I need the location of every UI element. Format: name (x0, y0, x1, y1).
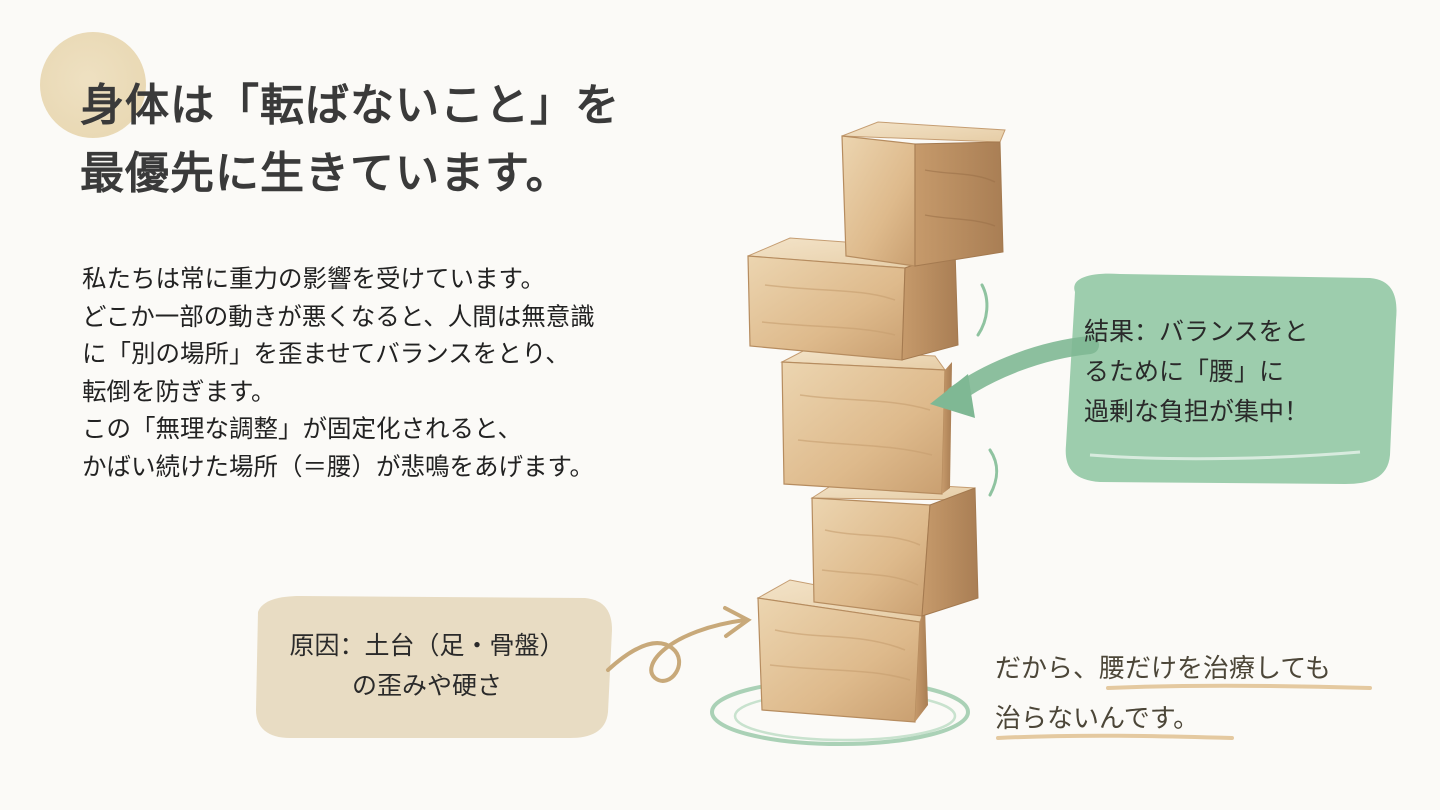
cause-bubble (256, 596, 612, 738)
page-title: 身体は「転ばないこと」を 最優先に生きています。 (80, 72, 760, 208)
body-line-5: この「無理な調整」が固定化されると、 (82, 414, 523, 443)
body-line-6: かばい続けた場所（＝腰）が悲鳴をあげます。 (82, 451, 595, 481)
cause-bubble-text: 原因：土台（足・骨盤） の歪みや硬さ (262, 626, 592, 706)
conclusion-line-2: 治らないんです。 (995, 704, 1200, 734)
body-line-4: 転倒を防ぎます。 (82, 376, 276, 406)
decorative-circle (40, 32, 146, 138)
wood-block-4 (810, 479, 979, 617)
conclusion-text: だから、腰だけを治療しても 治らないんです。 (995, 644, 1331, 744)
result-line-1: 結果：バランスをと (1084, 317, 1309, 346)
title-line-2: 最優先に生きています。 (80, 148, 571, 199)
wood-block-3 (780, 349, 952, 495)
body-text: 私たちは常に重力の影響を受けています。 どこか一部の動きが悪くなると、人間は無意… (82, 260, 722, 485)
cause-line-1: 原因：土台（足・骨盤） (289, 631, 565, 660)
result-bubble-text: 結果：バランスをと るために「腰」に 過剰な負担が集中！ (1084, 312, 1309, 432)
result-bubble (1065, 273, 1397, 484)
result-line-3: 過剰な負担が集中！ (1084, 397, 1310, 426)
body-line-3: に「別の場所」を歪ませてバランスをとり、 (82, 339, 570, 368)
result-arrow (930, 336, 1099, 418)
wobble-lines (976, 283, 999, 497)
body-line-1: 私たちは常に重力の影響を受けています。 (82, 264, 546, 293)
result-line-2: るために「腰」に (1084, 357, 1285, 386)
conclusion-line-1: だから、腰だけを治療しても (995, 654, 1331, 684)
cause-arrow (606, 606, 752, 683)
conclusion-underlines (996, 683, 1372, 740)
cause-line-2: の歪みや硬さ (351, 671, 502, 700)
wood-block-1 (841, 121, 1006, 267)
body-line-2: どこか一部の動きが悪くなると、人間は無意識 (82, 301, 595, 331)
title-line-1: 身体は「転ばないこと」を (80, 80, 620, 131)
